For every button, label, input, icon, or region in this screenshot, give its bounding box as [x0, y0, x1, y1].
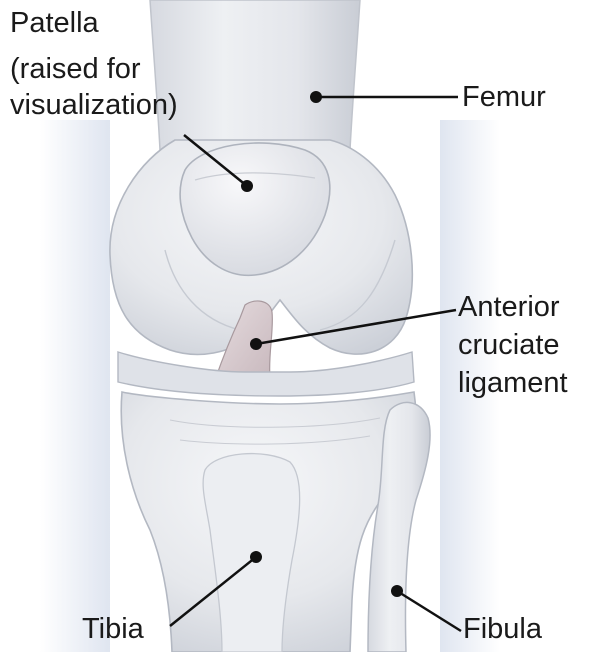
- patella-label-line-3: visualization): [10, 90, 178, 121]
- femur-label: Femur: [462, 82, 546, 113]
- fibula-label: Fibula: [463, 614, 542, 645]
- femur-shaft: [150, 0, 360, 150]
- acl-label-line-2: cruciate: [458, 330, 560, 361]
- acl-label-line-1: Anterior: [458, 292, 560, 323]
- patella-label-line-1: Patella: [10, 8, 99, 39]
- left-background-shadow: [40, 120, 110, 652]
- patella-label-line-2: (raised for: [10, 54, 141, 85]
- tibia-label: Tibia: [82, 614, 144, 645]
- acl-label-line-3: ligament: [458, 368, 568, 399]
